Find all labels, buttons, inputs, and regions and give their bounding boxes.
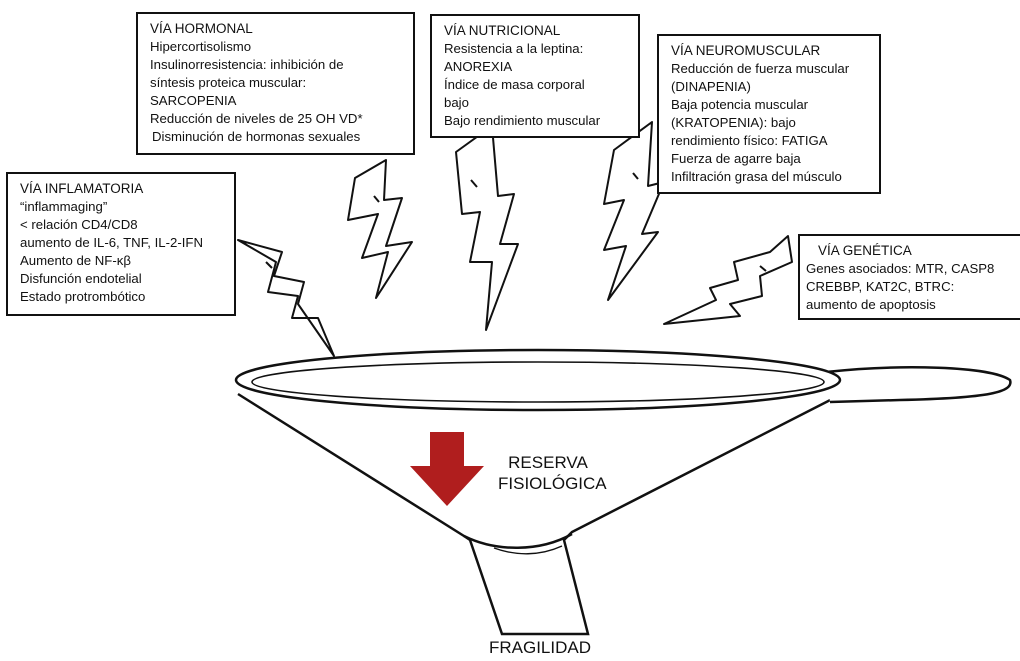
box-line: rendimiento físico: FATIGA — [671, 133, 828, 148]
box-line: SARCOPENIA — [150, 93, 237, 108]
box-line: aumento de IL-6, TNF, IL-2-IFN — [20, 235, 203, 250]
box-line: Fuerza de agarre baja — [671, 151, 801, 166]
box-title: VÍA NEUROMUSCULAR — [671, 43, 821, 58]
box-line: (KRATOPENIA): bajo — [671, 115, 796, 130]
box-line: Estado protrombótico — [20, 289, 146, 304]
bolt-genetica — [663, 235, 793, 325]
reserve-label-line2: FISIOLÓGICA — [498, 474, 607, 493]
bolt-neuromuscular — [603, 121, 665, 301]
box-line: Disminución de hormonas sexuales — [152, 129, 361, 144]
box-line: (DINAPENIA) — [671, 79, 751, 94]
box-via-nutricional: VÍA NUTRICIONAL Resistencia a la leptina… — [430, 14, 640, 138]
box-line: Aumento de NF-κβ — [20, 253, 131, 268]
box-line: Bajo rendimiento muscular — [444, 113, 601, 128]
box-line: Reducción de fuerza muscular — [671, 61, 850, 76]
box-via-genetica: VÍA GENÉTICA Genes asociados: MTR, CASP8… — [798, 234, 1020, 320]
down-arrow — [410, 432, 484, 506]
box-line: < relación CD4/CD8 — [20, 217, 138, 232]
funnel — [234, 348, 1012, 636]
box-line: Genes asociados: MTR, CASP8 — [806, 261, 995, 276]
box-line: “inflammaging” — [20, 199, 108, 214]
output-label: FRAGILIDAD — [488, 638, 592, 657]
box-line: Disfunción endotelial — [20, 271, 142, 286]
box-via-hormonal: VÍA HORMONAL Hipercortisolismo Insulinor… — [136, 12, 415, 155]
box-title: VÍA GENÉTICA — [818, 243, 912, 258]
box-line: Índice de masa corporal — [444, 77, 585, 92]
bolt-inflamatoria — [237, 239, 335, 357]
reserve-label-line1: RESERVA — [508, 453, 588, 472]
box-line: síntesis proteica muscular: — [150, 75, 307, 90]
box-line: Reducción de niveles de 25 OH VD* — [150, 111, 363, 126]
box-line: Insulinorresistencia: inhibición de — [150, 57, 344, 72]
box-line: bajo — [444, 95, 469, 110]
box-line: aumento de apoptosis — [806, 297, 936, 312]
box-via-neuromuscular: VÍA NEUROMUSCULAR Reducción de fuerza mu… — [657, 34, 881, 194]
bolt-hormonal — [347, 159, 413, 299]
box-title: VÍA NUTRICIONAL — [444, 23, 561, 38]
box-line: ANOREXIA — [444, 59, 513, 74]
reserve-label: RESERVA FISIOLÓGICA — [498, 452, 607, 494]
box-title: VÍA HORMONAL — [150, 21, 253, 36]
box-line: Infiltración grasa del músculo — [671, 169, 842, 184]
box-line: CREBBP, KAT2C, BTRC: — [806, 279, 955, 294]
bolt-nutricional — [455, 125, 519, 331]
box-line: Baja potencia muscular — [671, 97, 809, 112]
box-line: Hipercortisolismo — [150, 39, 252, 54]
box-via-inflamatoria: VÍA INFLAMATORIA “inflammaging” < relaci… — [6, 172, 236, 316]
box-line: Resistencia a la leptina: — [444, 41, 584, 56]
box-title: VÍA INFLAMATORIA — [20, 181, 144, 196]
